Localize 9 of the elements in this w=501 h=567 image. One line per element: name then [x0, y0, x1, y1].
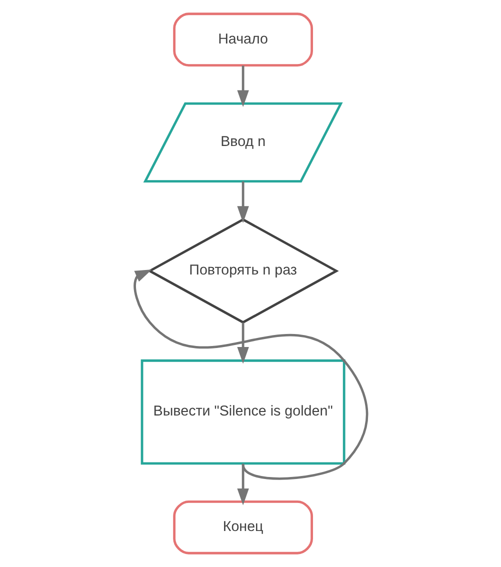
node-box: Начало	[172, 12, 312, 66]
arrow	[133, 269, 368, 480]
arrow	[236, 66, 248, 107]
arrow	[236, 322, 248, 364]
arrow	[236, 181, 248, 223]
node-diamond: Повторять n раз	[146, 218, 338, 324]
node-box: Вывести "Silence is golden"	[140, 359, 345, 465]
node-box: Конец	[172, 500, 312, 554]
arrow	[236, 464, 248, 506]
